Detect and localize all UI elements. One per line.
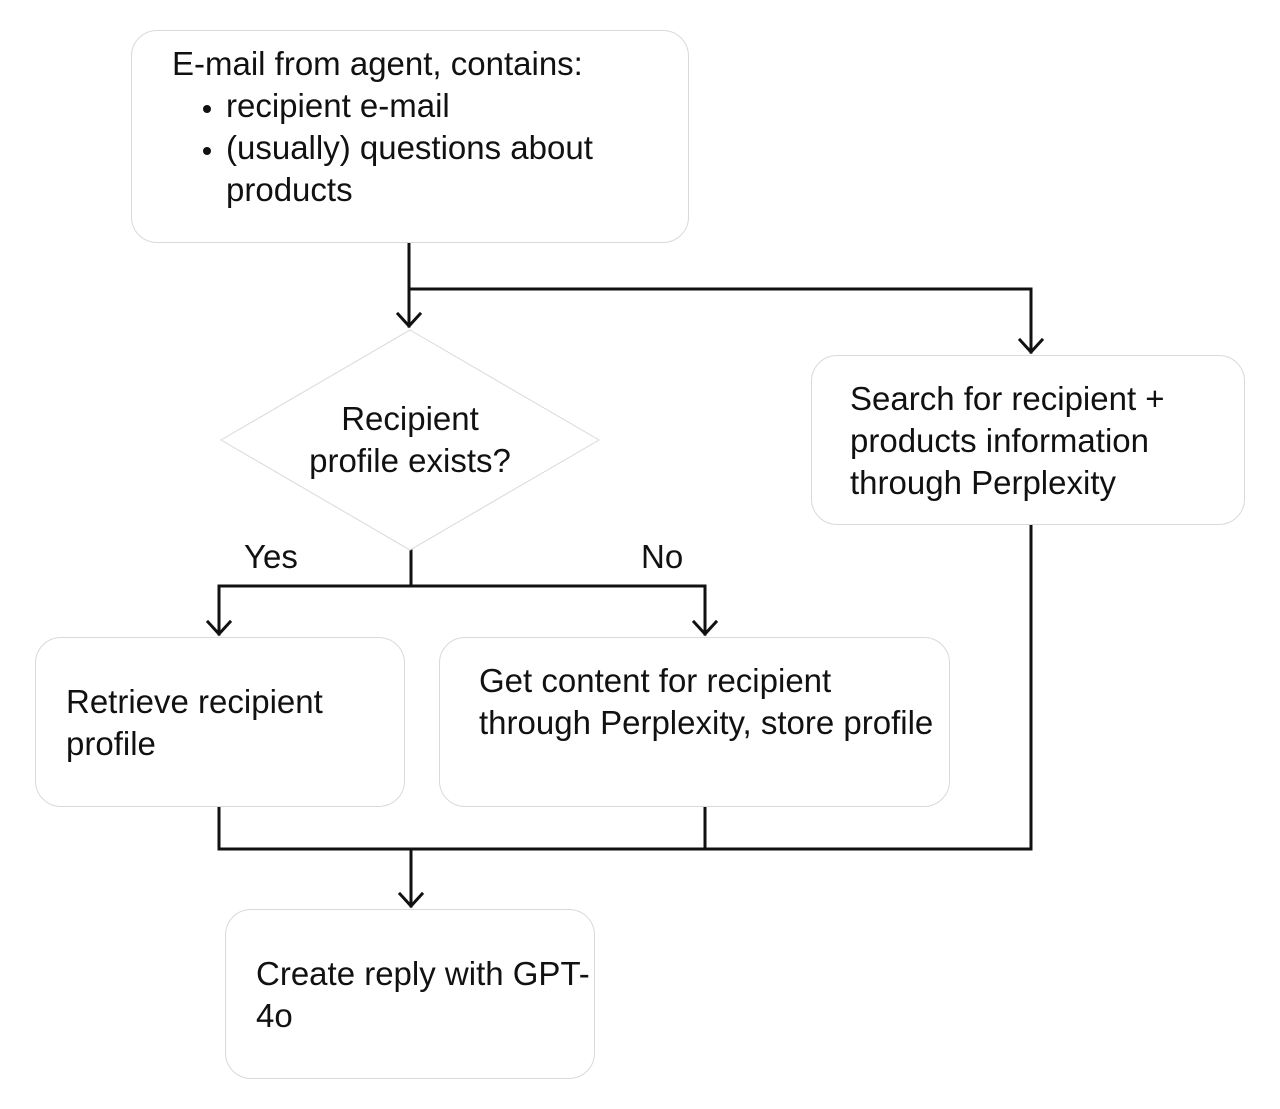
create-reply-node: Create reply with GPT-4o xyxy=(225,909,595,1079)
retrieve-profile-node: Retrieve recipient profile xyxy=(35,637,405,807)
arrowhead-search xyxy=(1017,337,1045,355)
search-perplexity-node: Search for recipient + products informat… xyxy=(811,355,1245,525)
decision-diamond xyxy=(220,329,600,551)
branch-label-yes: Yes xyxy=(244,538,298,575)
arrowhead-retrieve xyxy=(205,619,233,637)
connector-email-to-search xyxy=(407,287,1033,354)
email-node-item: recipient e-mail xyxy=(226,85,688,127)
email-node-item: (usually) questions about products xyxy=(226,127,688,211)
branch-label-no: No xyxy=(641,538,684,575)
retrieve-node-text: Retrieve recipient profile xyxy=(66,683,323,762)
decision-line: Recipient xyxy=(341,400,479,437)
arrowhead-reply xyxy=(397,891,425,909)
email-node-list: recipient e-mail (usually) questions abo… xyxy=(172,85,688,211)
decision-line: profile exists? xyxy=(309,442,511,479)
reply-node-text: Create reply with GPT-4o xyxy=(256,955,590,1034)
decision-node-label: Recipient profile exists? xyxy=(221,398,599,482)
email-node-heading: E-mail from agent, contains: xyxy=(172,45,583,82)
arrowhead-decision xyxy=(395,311,423,329)
connector-decision-split xyxy=(217,548,707,588)
get-content-node-text: Get content for recipient through Perple… xyxy=(479,662,934,741)
email-from-agent-node: E-mail from agent, contains: recipient e… xyxy=(131,30,689,243)
arrowhead-get-content xyxy=(691,619,719,637)
search-node-text: Search for recipient + products informat… xyxy=(850,380,1165,501)
get-content-node: Get content for recipient through Perple… xyxy=(439,637,950,807)
